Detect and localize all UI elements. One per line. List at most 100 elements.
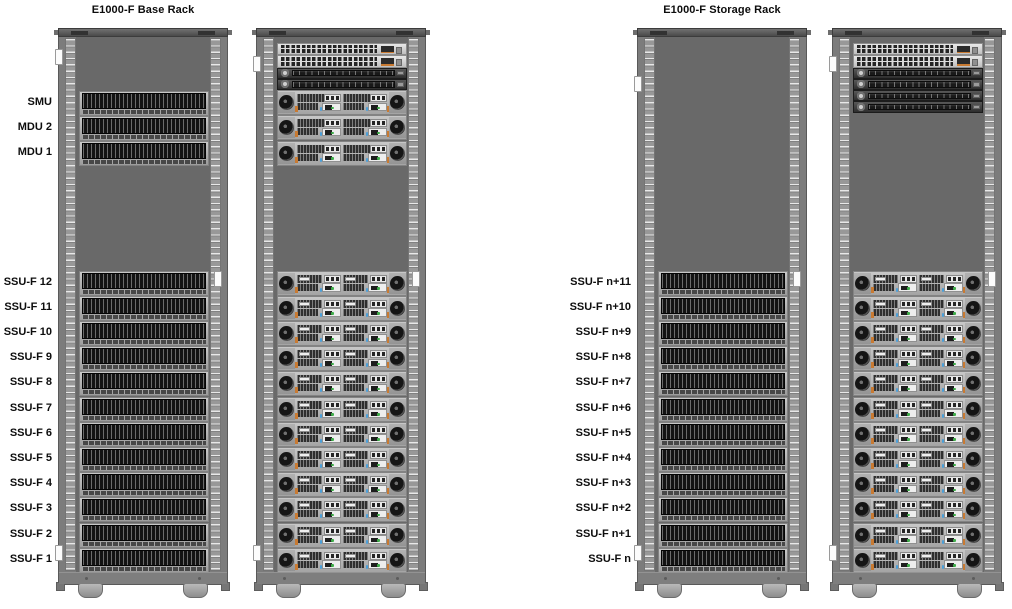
vent-grille bbox=[343, 384, 364, 392]
controller-module bbox=[873, 474, 918, 495]
blue-led bbox=[366, 514, 368, 519]
bezel-knob-icon bbox=[857, 91, 865, 100]
fan-module-icon bbox=[389, 373, 406, 395]
ethernet-port-grid bbox=[281, 44, 377, 53]
shelf-base-vent bbox=[82, 440, 206, 445]
rack-bottom-panel bbox=[833, 572, 1001, 584]
mgmt-port-icon bbox=[972, 46, 978, 54]
unit-label-ssu-f-n-3: SSU-F n+3 bbox=[575, 477, 631, 490]
label-chip bbox=[921, 352, 932, 357]
vent-grille bbox=[297, 359, 318, 367]
fan-module-icon bbox=[965, 272, 982, 294]
vent-grille bbox=[873, 308, 894, 316]
unit-ssu-f-n-10 bbox=[658, 295, 788, 321]
vent-grille bbox=[919, 334, 940, 342]
ssu-rear-10 bbox=[853, 497, 983, 523]
vent-grille bbox=[343, 359, 364, 367]
unit-ssu-f-n-7 bbox=[658, 371, 788, 397]
unit-ssu-f-4 bbox=[79, 472, 209, 498]
green-led bbox=[377, 106, 380, 110]
vent-grille bbox=[343, 334, 364, 342]
shelf-base-vent bbox=[82, 541, 206, 546]
rack-latch bbox=[634, 76, 642, 92]
blue-led bbox=[320, 464, 322, 469]
io-ports bbox=[370, 450, 387, 459]
drive-slot-array bbox=[82, 524, 206, 541]
figure-title: E1000-F Base Rack bbox=[91, 4, 195, 16]
io-ports bbox=[324, 274, 341, 283]
io-ports bbox=[900, 425, 917, 434]
fan-module-icon bbox=[389, 474, 406, 496]
io-ports bbox=[324, 94, 341, 103]
ssu-rear-9 bbox=[277, 472, 407, 498]
fan-module-icon bbox=[278, 272, 295, 294]
drive-slot-array bbox=[82, 348, 206, 365]
fan-module-icon bbox=[278, 142, 295, 164]
rack-latch bbox=[253, 545, 261, 561]
label-chip bbox=[875, 352, 886, 357]
release-latch-icon bbox=[962, 538, 965, 545]
vent-grille bbox=[343, 535, 364, 543]
release-latch-icon bbox=[295, 488, 298, 495]
vent-grille bbox=[297, 434, 318, 442]
ssu-rear-3 bbox=[277, 320, 407, 347]
label-chip bbox=[345, 452, 356, 457]
drive-slot-array bbox=[82, 142, 206, 160]
label-chip bbox=[299, 402, 310, 407]
release-latch-icon bbox=[871, 311, 874, 318]
fan-module-icon bbox=[389, 322, 406, 345]
rack-rail-left bbox=[65, 38, 76, 571]
blue-led bbox=[320, 564, 322, 569]
io-ports bbox=[946, 274, 963, 283]
blue-led bbox=[366, 564, 368, 569]
controller-module bbox=[343, 92, 388, 113]
io-ports bbox=[370, 324, 387, 333]
label-chip bbox=[875, 377, 886, 382]
green-led bbox=[907, 438, 910, 441]
unit-ssu-f-n-5 bbox=[658, 421, 788, 447]
label-chip bbox=[345, 478, 356, 483]
blue-led bbox=[896, 413, 898, 418]
shelf-base-vent bbox=[82, 314, 206, 319]
release-latch-icon bbox=[295, 463, 298, 470]
fan-module-icon bbox=[854, 549, 871, 571]
vent-grille bbox=[297, 119, 327, 128]
unit-label-ssu-f-10: SSU-F 10 bbox=[3, 326, 52, 338]
label-chip bbox=[875, 402, 886, 407]
green-led bbox=[331, 438, 334, 441]
io-ports bbox=[900, 400, 917, 409]
fan-module-icon bbox=[854, 348, 871, 370]
label-chip bbox=[875, 301, 886, 306]
orange-tab-icon bbox=[957, 51, 970, 53]
ssu-rear-12 bbox=[277, 547, 407, 573]
drive-slot-array bbox=[661, 524, 785, 541]
unit-ssu-f-n-6 bbox=[658, 396, 788, 422]
fan-module-icon bbox=[965, 297, 982, 319]
management-switch-1 bbox=[853, 42, 983, 55]
fan-module-icon bbox=[389, 423, 406, 445]
blue-led bbox=[320, 287, 322, 292]
label-chip bbox=[875, 528, 886, 533]
green-led bbox=[907, 413, 910, 416]
unit-ssu-f-6 bbox=[79, 421, 209, 447]
qsfp-port-row bbox=[868, 70, 971, 77]
vent-grille bbox=[919, 283, 940, 291]
release-latch-icon bbox=[871, 337, 874, 344]
release-latch-icon bbox=[386, 412, 389, 419]
unit-ssu-f-5 bbox=[79, 446, 209, 473]
sfp-cage-icon bbox=[957, 45, 970, 50]
blue-led bbox=[942, 539, 944, 544]
blue-led bbox=[320, 132, 322, 137]
controller-module bbox=[343, 323, 388, 344]
vent-grille bbox=[297, 103, 318, 111]
fan-module-icon bbox=[278, 423, 295, 445]
caster-wheel bbox=[852, 583, 877, 598]
psu-tab-icon bbox=[397, 71, 404, 76]
controller-module bbox=[297, 424, 342, 445]
screw-dot bbox=[198, 577, 201, 580]
fabric-switch-1 bbox=[277, 67, 407, 79]
rack-latch bbox=[793, 271, 801, 287]
caster-wheel bbox=[762, 583, 787, 598]
vent-grille bbox=[919, 510, 940, 518]
